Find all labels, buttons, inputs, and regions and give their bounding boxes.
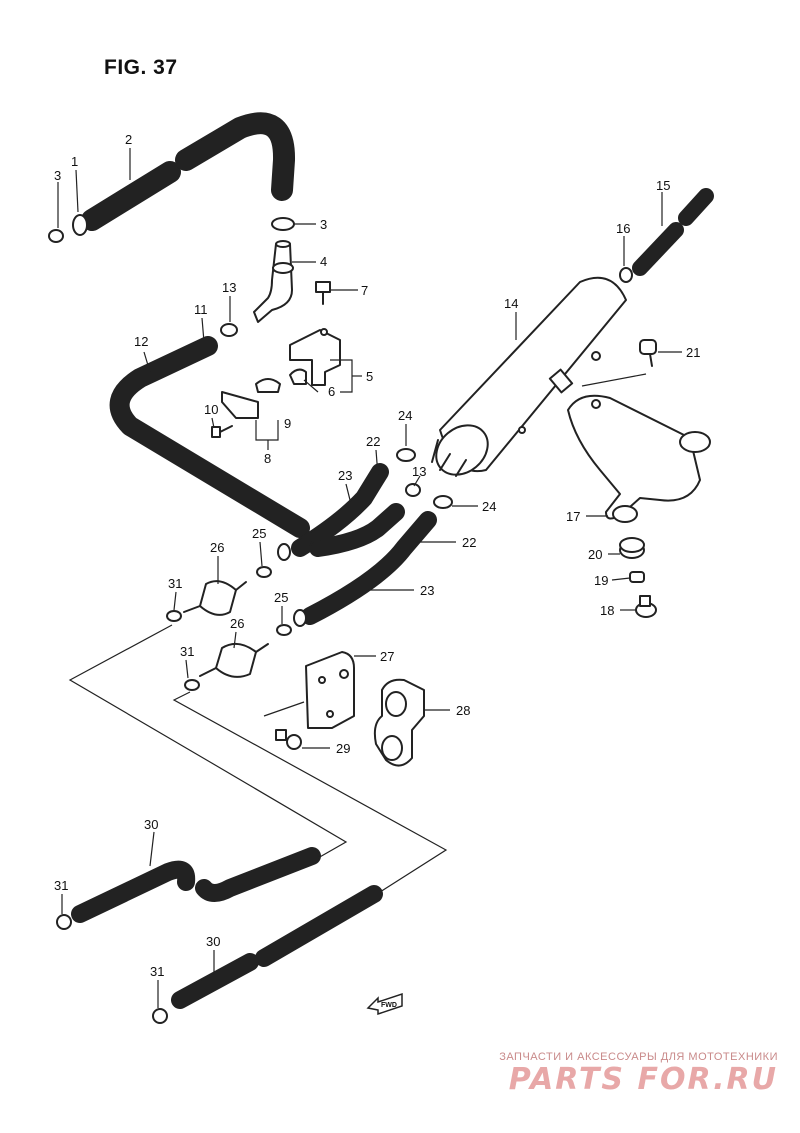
watermark-tagline: ЗАПЧАСТИ И АКСЕССУАРЫ ДЛЯ МОТОТЕХНИКИ bbox=[499, 1051, 778, 1063]
pipe-12 bbox=[109, 323, 310, 538]
watermark: ЗАПЧАСТИ И АКСЕССУАРЫ ДЛЯ МОТОТЕХНИКИ PA… bbox=[499, 1051, 778, 1097]
hoses-30 bbox=[56, 847, 383, 1024]
callout-31-d: 31 bbox=[150, 964, 164, 979]
leader-lines bbox=[57, 148, 682, 1008]
canister-14 bbox=[431, 188, 714, 477]
hose-assembly-top bbox=[48, 112, 295, 323]
routing-lines bbox=[68, 373, 647, 893]
callout-3-left: 3 bbox=[54, 168, 61, 183]
callout-31-a: 31 bbox=[168, 576, 182, 591]
figure-title: FIG. 37 bbox=[104, 56, 178, 79]
bracket-group bbox=[211, 281, 341, 438]
callout-23-right: 23 bbox=[420, 583, 434, 598]
callout-7: 7 bbox=[361, 283, 368, 298]
callout-10: 10 bbox=[204, 402, 218, 417]
callout-30-bottom: 30 bbox=[206, 934, 220, 949]
callout-22-top: 22 bbox=[366, 434, 380, 449]
bracket-27 bbox=[275, 651, 425, 767]
callout-18: 18 bbox=[600, 603, 614, 618]
callout-24-top: 24 bbox=[398, 408, 412, 423]
hoses-22-23 bbox=[277, 448, 453, 627]
callout-4: 4 bbox=[320, 254, 327, 269]
bracket-17 bbox=[567, 339, 711, 618]
callout-24-right: 24 bbox=[482, 499, 496, 514]
fwd-label: FWD bbox=[381, 1002, 397, 1009]
callout-20: 20 bbox=[588, 547, 602, 562]
watermark-brand: PARTS FOR.RU bbox=[508, 1062, 778, 1097]
callout-5: 5 bbox=[366, 369, 373, 384]
callout-15: 15 bbox=[656, 178, 670, 193]
callout-12: 12 bbox=[134, 334, 148, 349]
callout-29: 29 bbox=[336, 741, 350, 756]
callout-2: 2 bbox=[125, 132, 132, 147]
callout-21: 21 bbox=[686, 345, 700, 360]
callout-26-top: 26 bbox=[210, 540, 224, 555]
callout-17: 17 bbox=[566, 509, 580, 524]
callout-13-top: 13 bbox=[222, 280, 236, 295]
callout-13-mid: 13 bbox=[412, 464, 426, 479]
callout-28: 28 bbox=[456, 703, 470, 718]
callout-19: 19 bbox=[594, 573, 608, 588]
callout-9: 9 bbox=[284, 416, 291, 431]
callout-16: 16 bbox=[616, 221, 630, 236]
fwd-arrow-icon: FWD bbox=[366, 992, 403, 1016]
callout-31-b: 31 bbox=[180, 644, 194, 659]
callout-11: 11 bbox=[194, 302, 208, 317]
callout-23-top: 23 bbox=[338, 468, 352, 483]
filters-26 bbox=[166, 566, 292, 691]
callout-27: 27 bbox=[380, 649, 394, 664]
callout-26-bottom: 26 bbox=[230, 616, 244, 631]
callout-6: 6 bbox=[328, 384, 335, 399]
callout-25-bottom: 25 bbox=[274, 590, 288, 605]
callout-31-c: 31 bbox=[54, 878, 68, 893]
callout-30-top: 30 bbox=[144, 817, 158, 832]
callout-22-right: 22 bbox=[462, 535, 476, 550]
callout-8: 8 bbox=[264, 451, 271, 466]
callout-labels: 1 2 3 3 4 5 6 7 8 9 10 11 12 13 13 14 15… bbox=[54, 132, 700, 979]
callout-1: 1 bbox=[71, 154, 78, 169]
callout-14: 14 bbox=[504, 296, 518, 311]
callout-3-top: 3 bbox=[320, 217, 327, 232]
callout-25-top: 25 bbox=[252, 526, 266, 541]
